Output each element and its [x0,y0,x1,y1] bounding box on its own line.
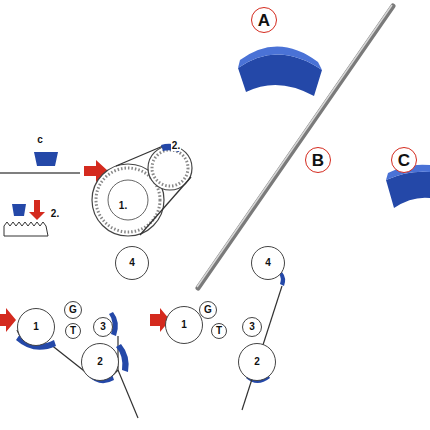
pulley-circle: 4 [115,246,149,280]
part-letter-circle: C [391,147,417,173]
pulley-circle: 3 [93,317,113,337]
belt-loose [118,370,138,418]
pulley-circle: 4 [251,246,285,280]
red-arrow-down [29,200,45,220]
red-arrow [0,308,16,332]
rod-highlight [197,5,392,287]
pulley-number: G [69,305,77,315]
belt-tool-face [238,46,322,70]
pulley-circle: T [211,323,227,339]
pulley-circle: 2 [238,343,276,381]
belt-tool-small [34,152,58,166]
pulley-number: 2 [254,357,260,367]
belt [140,177,191,235]
pulley-number: 1 [33,322,39,332]
pulley-circle: 1 [17,308,55,346]
pulley-number: 3 [100,322,106,332]
pulley-number: 1 [181,320,187,330]
pulley-number: T [70,326,76,336]
step-label: 2. [50,209,60,219]
steel-rod [198,6,393,288]
pulley-circle: 3 [242,317,262,337]
pulley-number: 4 [265,258,271,268]
part-letter: A [258,12,270,29]
part-letter: C [398,152,410,169]
pulley-grooves [152,150,188,186]
pulley-circle: 2 [81,343,119,381]
pulley-number: G [204,305,212,315]
part-letter-circle: B [305,147,331,173]
part-letter: B [312,152,324,169]
pulley-number: T [216,326,222,336]
pulley-circle: 1 [165,306,203,344]
rod-small [0,172,80,174]
pulley-number: 4 [129,258,135,268]
pulley-circle: G [64,301,82,319]
pulley-number: 2 [97,357,103,367]
pulley-hub [108,180,148,220]
belt-tool-small [12,204,26,216]
step-label: 2. [171,141,181,151]
step-label: 1. [118,201,128,211]
pulley-circle: T [65,323,81,339]
pulley-number: 3 [249,322,255,332]
belt [116,146,163,166]
part-letter-circle: A [251,7,277,33]
ribbed-belt [4,222,48,236]
step-label: c [36,135,44,145]
pulley-circle: G [199,301,217,319]
